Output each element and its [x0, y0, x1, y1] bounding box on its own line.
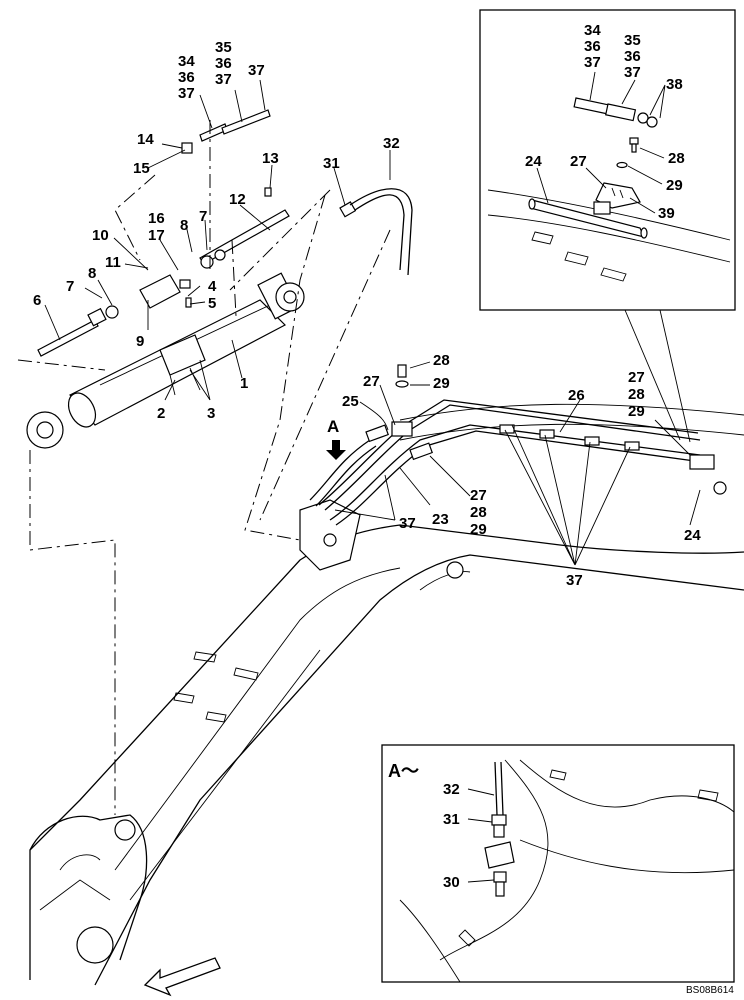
callout-13: 13 — [262, 150, 279, 167]
inset-label-27: 27 — [570, 153, 587, 170]
callout-labels: 34 36 37 35 36 37 37 14 15 13 31 32 12 1… — [33, 39, 701, 589]
inset-pipe-24 — [528, 198, 648, 239]
bolt-28 — [397, 364, 407, 378]
inset-label-28: 28 — [668, 150, 685, 167]
callout-31: 31 — [323, 155, 340, 172]
detail-inset-a: A～ 32 31 30 — [381, 744, 735, 983]
inset-label-37: 37 — [584, 54, 601, 71]
inset-bolt-28 — [616, 137, 639, 169]
callout-27-right: 27 — [628, 369, 645, 386]
callout-28: 28 — [433, 352, 450, 369]
inset-label-29: 29 — [666, 177, 683, 194]
inset-a-frame — [381, 744, 735, 983]
callout-8a: 8 — [180, 217, 188, 234]
callout-27: 27 — [363, 373, 380, 390]
inset-label-37b: 37 — [624, 64, 641, 81]
boom-piping — [309, 361, 727, 566]
callout-2: 2 — [157, 405, 165, 422]
callout-27-bottom: 27 — [470, 487, 487, 504]
callout-10: 10 — [92, 227, 109, 244]
callout-36: 36 — [178, 69, 195, 86]
callout-1: 1 — [240, 375, 248, 392]
callout-26: 26 — [568, 387, 585, 404]
inset-a-label-32: 32 — [443, 781, 460, 798]
callout-3: 3 — [207, 405, 215, 422]
callout-29: 29 — [433, 375, 450, 392]
callout-24: 24 — [684, 527, 701, 544]
washer-29 — [395, 380, 409, 388]
callout-11: 11 — [105, 254, 121, 271]
callout-5: 5 — [208, 295, 216, 312]
callout-12: 12 — [229, 191, 246, 208]
callout-36b: 36 — [215, 55, 232, 72]
inset-label-35: 35 — [624, 32, 641, 49]
callout-17: 17 — [148, 227, 165, 244]
direction-arrow-icon — [143, 957, 221, 997]
boom-structure — [29, 403, 744, 986]
callout-9: 9 — [136, 333, 144, 350]
callout-6: 6 — [33, 292, 41, 309]
view-a-arrow — [326, 440, 346, 460]
detail-inset-top: 34 36 37 35 36 37 38 28 29 39 24 27 — [479, 9, 736, 443]
inset-a-label-31: 31 — [443, 811, 460, 828]
callout-15: 15 — [133, 160, 150, 177]
inset-label-34: 34 — [584, 22, 601, 39]
callout-28-right: 28 — [628, 386, 645, 403]
callout-34: 34 — [178, 53, 195, 70]
inset-clamp-27 — [593, 182, 641, 215]
inset-frame — [479, 9, 736, 311]
callout-4: 4 — [208, 278, 217, 295]
inset-hose-fitting — [573, 97, 658, 128]
callout-29-right: 29 — [628, 403, 645, 420]
callout-37c: 37 — [248, 62, 265, 79]
callout-32: 32 — [383, 135, 400, 152]
inset-label-39: 39 — [658, 205, 675, 222]
callout-37b: 37 — [215, 71, 232, 88]
callout-37-left: 37 — [399, 515, 416, 532]
inset-label-38: 38 — [666, 76, 683, 93]
callout-7b: 7 — [66, 278, 74, 295]
drawing-code: BS08B614 — [686, 985, 734, 996]
inset-a-title: A～ — [388, 761, 419, 781]
inset-label-36: 36 — [584, 38, 601, 55]
inset-a-label-30: 30 — [443, 874, 460, 891]
callout-16: 16 — [148, 210, 165, 227]
inset-label-24: 24 — [525, 153, 542, 170]
callout-28-bottom: 28 — [470, 504, 487, 521]
callout-23: 23 — [432, 511, 449, 528]
callout-35: 35 — [215, 39, 232, 56]
callout-7a: 7 — [199, 208, 207, 225]
callout-8b: 8 — [88, 265, 96, 282]
callout-14: 14 — [137, 131, 154, 148]
view-a-label: A — [327, 417, 339, 436]
inset-label-36b: 36 — [624, 48, 641, 65]
callout-37-fan: 37 — [566, 572, 583, 589]
arm-cylinder-assembly — [17, 79, 413, 815]
callout-25: 25 — [342, 393, 359, 410]
callout-37: 37 — [178, 85, 195, 102]
callout-29-bottom: 29 — [470, 521, 487, 538]
